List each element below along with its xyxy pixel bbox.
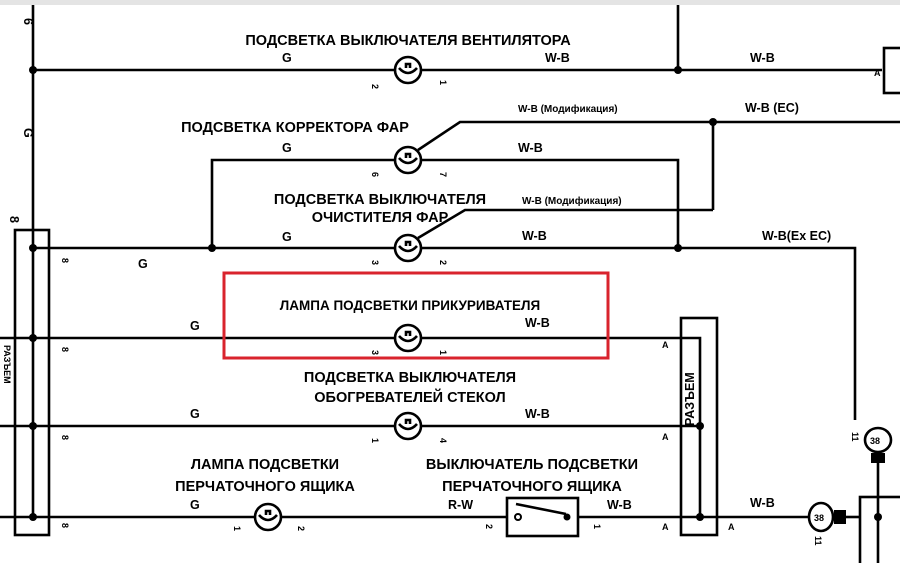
svg-text:A: A <box>874 68 881 78</box>
svg-text:2: 2 <box>296 526 306 531</box>
wire-label: W-B <box>607 498 632 512</box>
svg-text:1: 1 <box>438 80 448 85</box>
glovebox-switch-label-2: ПЕРЧАТОЧНОГО ЯЩИКА <box>442 479 622 495</box>
svg-text:8: 8 <box>60 435 70 440</box>
glovebox-switch-label-1: ВЫКЛЮЧАТЕЛЬ ПОДСВЕТКИ <box>426 457 638 473</box>
wire-label: W-B <box>522 229 547 243</box>
right-connector <box>679 316 719 537</box>
bulb-icon <box>393 411 423 441</box>
fan-switch-label: ПОДСВЕТКА ВЫКЛЮЧАТЕЛЯ ВЕНТИЛЯТОРА <box>245 33 571 49</box>
cleaner-label-2: ОЧИСТИТЕЛЯ ФАР <box>312 210 449 226</box>
svg-text:1: 1 <box>232 526 242 531</box>
connector-plug-icon: 38 <box>807 501 846 533</box>
svg-text:8: 8 <box>7 216 21 223</box>
bulb-icon <box>393 323 423 353</box>
wire-cleaner-mod <box>417 208 713 240</box>
connector-block-right-bottom <box>858 495 900 563</box>
leveler-label: ПОДСВЕТКА КОРРЕКТОРА ФАР <box>181 120 409 136</box>
bulb-icon <box>393 145 423 175</box>
svg-text:2: 2 <box>484 524 494 529</box>
glovebox-lamp-label-2: ПЕРЧАТОЧНОГО ЯЩИКА <box>175 479 355 495</box>
cigarette-lighter-label: ЛАМПА ПОДСВЕТКИ ПРИКУРИВАТЕЛЯ <box>280 298 540 313</box>
wire-label: W-B (Модификация) <box>518 103 618 115</box>
svg-text:8: 8 <box>60 347 70 352</box>
svg-text:3: 3 <box>370 350 380 355</box>
svg-text:A: A <box>662 522 669 532</box>
right-connector-label: РАЗЪЕМ <box>683 372 697 426</box>
connector-block-right-top <box>882 46 900 95</box>
wire-label: W-B <box>525 407 550 421</box>
wire-label: W-B <box>525 316 550 330</box>
wire-label: G <box>21 128 35 138</box>
wire-label: 6 <box>21 18 35 25</box>
wire-label: W-B(Ex EC) <box>762 229 831 243</box>
wire-label: W-B <box>545 51 570 65</box>
svg-text:3: 3 <box>370 260 380 265</box>
left-connector <box>13 228 51 537</box>
wire-label: W-B (Модификация) <box>522 195 622 207</box>
wire-leveler <box>210 158 680 248</box>
connector-plug-icon: 38 <box>863 426 893 463</box>
svg-text:11: 11 <box>850 432 860 442</box>
wire-label: W-B <box>750 496 775 510</box>
wire-label: W-B (EC) <box>745 101 799 115</box>
svg-text:8: 8 <box>60 258 70 263</box>
svg-text:11: 11 <box>813 536 823 546</box>
wire-label: R-W <box>448 498 473 512</box>
svg-text:1: 1 <box>370 438 380 443</box>
defogger-label-1: ПОДСВЕТКА ВЫКЛЮЧАТЕЛЯ <box>304 370 516 386</box>
bulb-icon <box>393 55 423 85</box>
wire-cigarette-lighter <box>0 336 702 517</box>
wire-label: W-B <box>750 51 775 65</box>
svg-text:8: 8 <box>60 523 70 528</box>
svg-text:6: 6 <box>370 172 380 177</box>
highlight-box <box>222 271 610 360</box>
top-edge <box>0 0 900 5</box>
wire-label: G <box>282 51 292 65</box>
wire-label: G <box>282 141 292 155</box>
left-connector-label: РАЗЪЕМ <box>2 345 12 384</box>
svg-text:38: 38 <box>814 513 824 523</box>
svg-text:1: 1 <box>592 524 602 529</box>
wire-label: G <box>282 230 292 244</box>
svg-text:2: 2 <box>438 260 448 265</box>
wire-label: G <box>138 257 148 271</box>
cleaner-label-1: ПОДСВЕТКА ВЫКЛЮЧАТЕЛЯ <box>274 192 486 208</box>
svg-text:2: 2 <box>370 84 380 89</box>
svg-text:1: 1 <box>438 350 448 355</box>
wire-label: G <box>190 407 200 421</box>
svg-text:4: 4 <box>438 438 448 443</box>
svg-text:7: 7 <box>438 172 448 177</box>
svg-text:A: A <box>662 340 669 350</box>
wire-label: G <box>190 319 200 333</box>
svg-text:38: 38 <box>870 436 880 446</box>
bulb-icon <box>253 502 283 532</box>
wire-leveler-mod <box>417 120 900 210</box>
wire-label: W-B <box>518 141 543 155</box>
bulb-icon <box>393 233 423 263</box>
wire-label: G <box>190 498 200 512</box>
svg-text:A: A <box>728 522 735 532</box>
switch-icon <box>505 496 580 538</box>
defogger-label-2: ОБОГРЕВАТЕЛЕЙ СТЕКОЛ <box>314 388 505 406</box>
glovebox-lamp-label-1: ЛАМПА ПОДСВЕТКИ <box>191 457 339 473</box>
svg-text:A: A <box>662 432 669 442</box>
